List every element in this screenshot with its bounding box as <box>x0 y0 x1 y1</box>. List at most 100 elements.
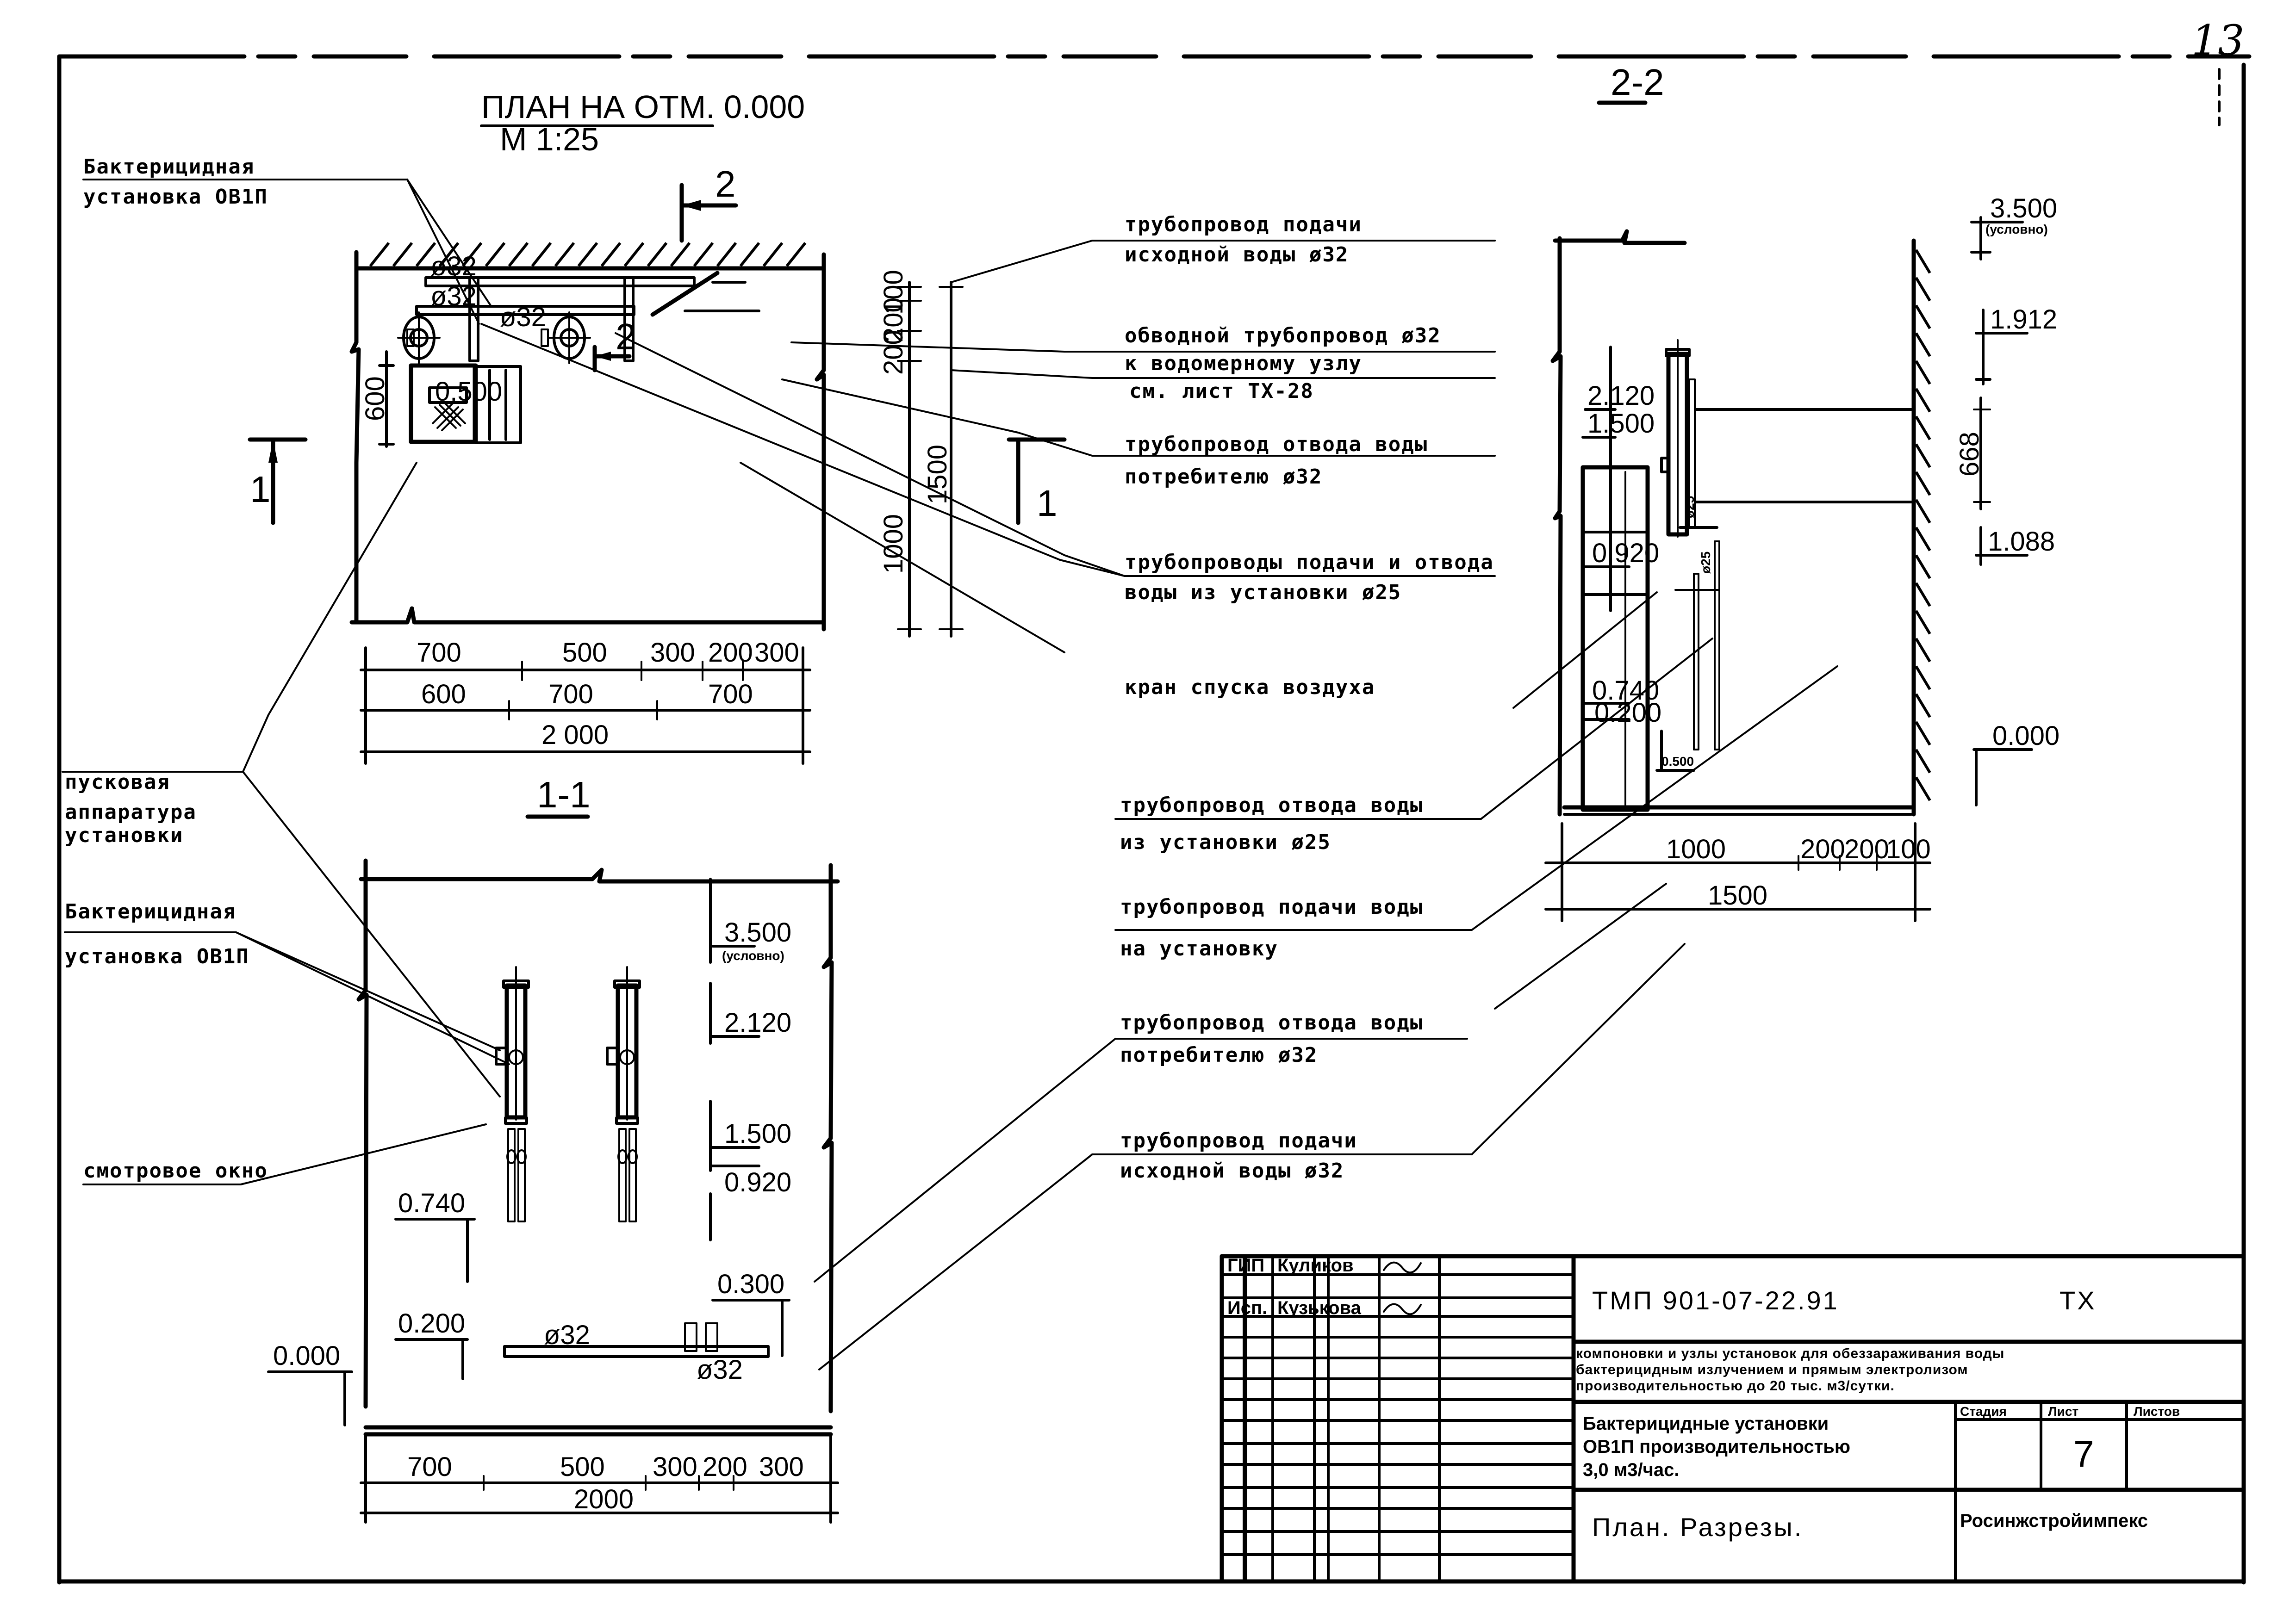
callout-u4-line2: потребителю ø32 <box>1125 465 1322 489</box>
s11-pipe-d32-b: ø32 <box>697 1355 743 1385</box>
callout-l3-line2: потребителю ø32 <box>1120 1043 1318 1067</box>
plan-view: ПЛАН НА ОТМ. 0.000 М 1:25 2 <box>248 89 1067 765</box>
section-marker-2-inner: 2 <box>616 316 636 357</box>
s11-pipe-d32-a: ø32 <box>544 1320 590 1350</box>
unit-plan-1 <box>397 311 441 364</box>
unit-column-2 <box>606 966 641 1222</box>
plan-dim-600: 600 <box>360 376 390 421</box>
callout-l2-line1: трубопровод подачи воды <box>1120 895 1423 919</box>
unit-column-1 <box>495 966 530 1222</box>
plan-dim-b1-500: 500 <box>562 638 607 668</box>
callout-u4-line1: трубопровод отвода воды <box>1125 433 1428 456</box>
callout-u6-line1: кран спуска воздуха <box>1125 676 1375 699</box>
s22-dim-200a: 200 <box>1800 834 1845 864</box>
label-bactericidal-2-line2: установка ОВ1П <box>65 945 249 968</box>
title-block: ГИП Куликов Исп. Кузькова ТМП 901-07-22.… <box>1220 1254 2246 1584</box>
plan-dim-b2-600: 600 <box>421 679 466 709</box>
s22-mark-3500: 3.500 <box>1990 193 2057 223</box>
s22-mark-conditional: (условно) <box>1985 222 2048 236</box>
page-number-handwritten: 13 <box>2191 16 2245 65</box>
tb-project-desc-line1: компоновки и узлы установок для обеззара… <box>1576 1346 2004 1361</box>
plan-dim-total: 2 000 <box>541 720 609 750</box>
s22-dim-1000: 1000 <box>1666 834 1726 864</box>
s11-dim-500: 500 <box>560 1452 605 1482</box>
s11-mark-3500: 3.500 <box>724 917 791 948</box>
s22-mark-0500: 0.500 <box>1661 754 1694 769</box>
wall-hatch-plan <box>369 242 807 267</box>
label-launch-line3: установки <box>65 824 183 847</box>
s22-mark-0200: 0.200 <box>1594 698 1661 728</box>
s11-dim-300a: 300 <box>653 1452 697 1482</box>
label-bactericidal-2-line1: Бактерицидная <box>65 900 236 924</box>
unit-column-2-2: ø25 <box>1660 339 1697 538</box>
plan-scale: М 1:25 <box>500 121 599 157</box>
plan-dim-b1-700: 700 <box>417 638 461 668</box>
callout-l4-line1: трубопровод подачи <box>1120 1129 1357 1153</box>
plan-dim-right-200b: 200 <box>878 330 908 375</box>
s22-pipe-d25-a: ø25 <box>1682 496 1697 518</box>
signature-3 <box>1383 1303 1422 1315</box>
tb-sheet-title-line1: Бактерицидные установки <box>1583 1413 1829 1434</box>
s11-mark-0740: 0.740 <box>398 1188 465 1218</box>
callout-l1-line1: трубопровод отвода воды <box>1120 793 1423 817</box>
plan-pipe-d32-b: ø32 <box>430 281 477 311</box>
section-2-2: 2-2 ø25 <box>1544 62 2060 922</box>
s11-mark-0000: 0.000 <box>273 1341 340 1371</box>
tb-doc-mark: ТХ <box>2060 1286 2097 1315</box>
callout-l4-line2: исходной воды ø32 <box>1120 1159 1344 1183</box>
tb-name-1: Куликов <box>1277 1255 1354 1276</box>
tb-doc-code: ТМП 901-07-22.91 <box>1592 1286 1839 1315</box>
s11-mark-0300: 0.300 <box>717 1269 784 1299</box>
tb-name-3: Кузькова <box>1277 1298 1362 1318</box>
plan-dim-right-100: 100 <box>878 270 908 315</box>
label-launch-line2: аппаратура <box>65 800 197 824</box>
label-sight-glass: смотровое окно <box>83 1159 268 1183</box>
callout-u1-line1: трубопровод подачи <box>1125 213 1362 236</box>
tb-col-sheets: Листов <box>2134 1404 2180 1419</box>
tb-sheet-value: 7 <box>2073 1433 2094 1475</box>
s11-dim-700: 700 <box>407 1452 452 1482</box>
tb-sheet-title-line2: ОВ1П производительностью <box>1583 1437 1850 1457</box>
s11-dim-total: 2000 <box>574 1484 634 1514</box>
callout-u3-line2: см. лист ТХ-28 <box>1129 379 1314 403</box>
tb-role-3: Исп. <box>1227 1298 1267 1318</box>
callout-u5-line2: воды из установки ø25 <box>1125 581 1401 604</box>
s11-dim-200: 200 <box>703 1452 747 1482</box>
s11-mark-conditional: (условно) <box>722 948 784 963</box>
tb-sheet-title-line3: 3,0 м3/час. <box>1583 1460 1680 1480</box>
section-marker-1-left: 1 <box>250 469 271 510</box>
plan-dim-b2-700a: 700 <box>548 679 593 709</box>
label-bactericidal-1-line2: установка ОВ1П <box>83 185 268 209</box>
callout-u5-line1: трубопроводы подачи и отвода <box>1125 551 1494 574</box>
section-1-1-title: 1-1 <box>537 774 591 815</box>
s22-mark-0920: 0.920 <box>1592 538 1659 568</box>
plan-dim-b1-300b: 300 <box>754 638 799 668</box>
plan-dim-right-1500: 1500 <box>922 445 952 504</box>
unit-plan-2 <box>541 311 591 364</box>
plan-dim-b1-200: 200 <box>708 638 753 668</box>
tb-project-desc-line3: производительностью до 20 тыс. м3/сутки. <box>1576 1378 1895 1394</box>
s22-pipe-d25-b: ø25 <box>1699 552 1713 574</box>
plan-dim-b2-700b: 700 <box>708 679 753 709</box>
wall-hatch-2-2 <box>1915 249 1931 801</box>
s11-mark-1500: 1.500 <box>724 1119 791 1149</box>
s22-mark-0000: 0.000 <box>1992 721 2060 751</box>
plan-dim-right-200a: 200 <box>878 298 908 342</box>
plan-pipe-d32-c: ø32 <box>500 302 546 332</box>
plan-pipe-d32-a: ø32 <box>430 251 477 281</box>
callout-u1-line2: исходной воды ø32 <box>1125 243 1349 267</box>
s22-dim-100: 100 <box>1886 834 1931 864</box>
s22-dim-200b: 200 <box>1844 834 1889 864</box>
s22-mark-1088: 1.088 <box>1988 527 2055 557</box>
callout-u3-line1: к водомерному узлу <box>1125 352 1362 375</box>
tb-organization: Росинжстройимпекс <box>1960 1511 2148 1531</box>
plan-title: ПЛАН НА ОТМ. 0.000 <box>481 89 805 125</box>
callout-l2-line2: на установку <box>1120 937 1278 961</box>
callouts-lower: трубопровод отвода воды из установки ø25… <box>814 638 1838 1370</box>
callouts-upper: трубопровод подачи исходной воды ø32 обв… <box>480 213 1658 709</box>
callout-l3-line1: трубопровод отвода воды <box>1120 1011 1423 1035</box>
callout-u2-line1: обводной трубопровод ø32 <box>1125 324 1441 347</box>
callout-l1-line2: из установки ø25 <box>1120 831 1331 854</box>
tb-drawing-name: План. Разрезы. <box>1592 1512 1803 1542</box>
